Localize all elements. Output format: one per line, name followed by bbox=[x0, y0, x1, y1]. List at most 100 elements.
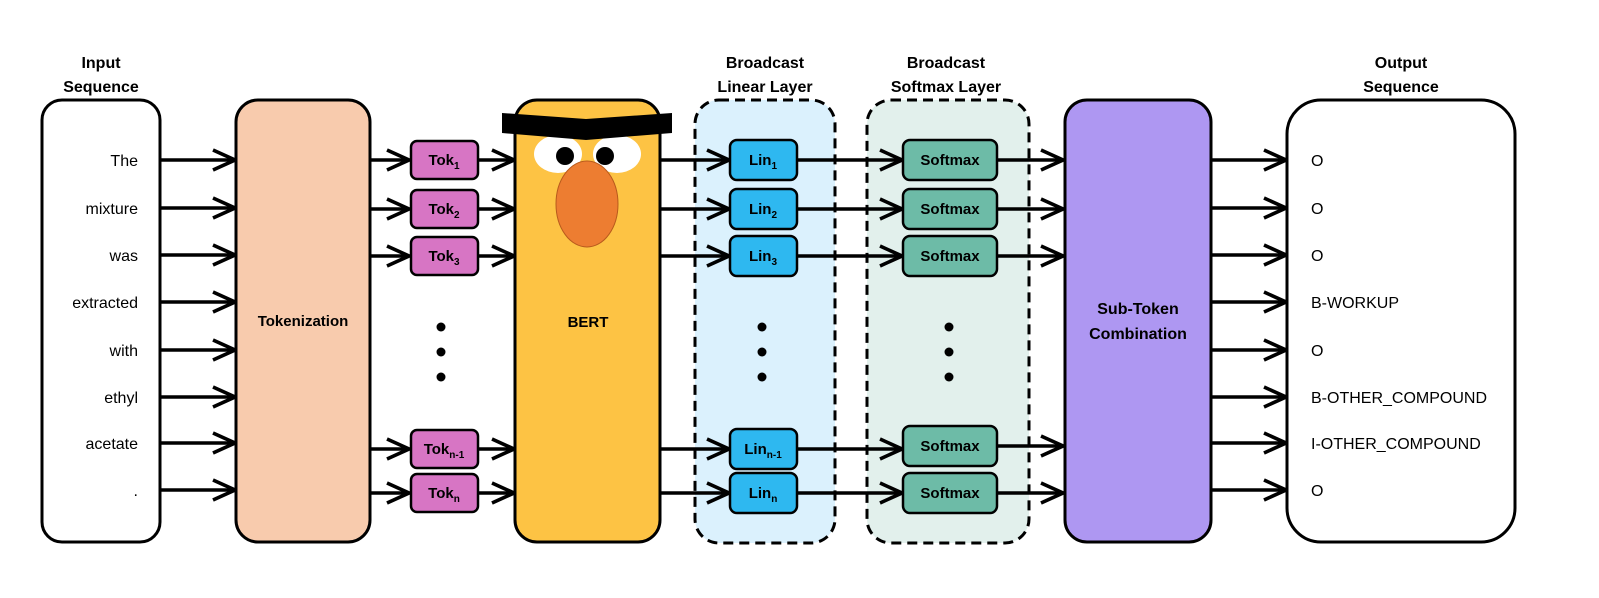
linear-label: Lin1 bbox=[749, 152, 778, 172]
softmax-label: Softmax bbox=[920, 201, 980, 218]
token-label-subscript: 2 bbox=[454, 210, 460, 221]
output-labels: O O O B-WORKUP O B-OTHER_COMPOUND I-OTHER_COMP… bbox=[1311, 153, 1487, 500]
linear-ellipsis-dot bbox=[757, 347, 767, 357]
input-word: ethyl bbox=[104, 390, 138, 407]
token-label-subscript: 1 bbox=[454, 161, 460, 172]
softmax-ellipsis-dot bbox=[944, 372, 954, 382]
softmax-label: Softmax bbox=[920, 485, 980, 502]
input-word: mixture bbox=[86, 201, 139, 218]
token-label: Tok3 bbox=[428, 248, 460, 268]
bert-character: BERT bbox=[502, 98, 672, 544]
bert-right-pupil-icon bbox=[596, 147, 614, 165]
linear-box bbox=[728, 138, 799, 182]
output-sequence-box bbox=[1285, 98, 1517, 544]
token-label-base: Tok bbox=[428, 485, 454, 502]
token-label: Tok2 bbox=[428, 201, 460, 221]
input-word: acetate bbox=[86, 436, 139, 453]
token-label-subscript: 3 bbox=[454, 257, 460, 268]
linear-label-base: Lin bbox=[744, 441, 767, 458]
token-ellipsis-dot bbox=[436, 322, 446, 332]
bert-unibrow-icon bbox=[502, 113, 672, 140]
token-label: Tok1 bbox=[428, 152, 460, 172]
token-label: Tokn bbox=[428, 485, 460, 505]
input-header-line1: Input bbox=[81, 55, 121, 72]
softmax-box bbox=[901, 187, 999, 231]
arrows bbox=[161, 160, 1286, 493]
bert-left-pupil-icon bbox=[556, 147, 574, 165]
linear-label: Lin3 bbox=[749, 248, 778, 268]
input-words: The mixture was extracted with ethyl acetate. bbox=[72, 153, 138, 500]
output-label: O bbox=[1311, 483, 1323, 500]
input-header-line2: Sequence bbox=[63, 79, 139, 96]
bert-box bbox=[513, 98, 662, 544]
token-ellipsis-dot bbox=[436, 347, 446, 357]
sub-token-combination-box bbox=[1063, 98, 1213, 544]
token-label-base: Tok bbox=[428, 248, 454, 265]
linear-label-base: Lin bbox=[749, 248, 772, 265]
linear-label-subscript: 3 bbox=[771, 257, 777, 268]
softmax-box bbox=[901, 234, 999, 278]
input-sequence-box bbox=[40, 98, 162, 544]
softmax-box bbox=[901, 424, 999, 468]
tokenization-box bbox=[234, 98, 372, 544]
linear-label-subscript: 2 bbox=[771, 210, 777, 221]
softmax-label: Softmax bbox=[920, 438, 980, 455]
output-label: I-OTHER_COMPOUND bbox=[1311, 436, 1481, 453]
linear-label-base: Lin bbox=[749, 152, 772, 169]
output-label: O bbox=[1311, 248, 1323, 265]
softmax-ellipsis-dot bbox=[944, 322, 954, 332]
output-header-line2: Sequence bbox=[1363, 79, 1439, 96]
linear-label: Lin2 bbox=[749, 201, 778, 221]
linear-header-line1: Broadcast bbox=[726, 55, 805, 72]
token-box bbox=[409, 235, 480, 277]
token-label-base: Tok bbox=[428, 152, 454, 169]
softmax-ellipsis-dot bbox=[944, 347, 954, 357]
ellipsis-dots bbox=[436, 322, 954, 382]
token-box bbox=[409, 428, 480, 470]
output-label: O bbox=[1311, 201, 1323, 218]
token-ellipsis-dot bbox=[436, 372, 446, 382]
bert-nose-icon bbox=[555, 160, 619, 248]
linear-label-subscript: n bbox=[771, 494, 777, 505]
token-label-base: Tok bbox=[424, 441, 450, 458]
output-label: B-OTHER_COMPOUND bbox=[1311, 390, 1487, 407]
linear-ellipsis-dot bbox=[757, 322, 767, 332]
linear-label-base: Lin bbox=[749, 485, 772, 502]
output-label: O bbox=[1311, 343, 1323, 360]
linear-ellipsis-dot bbox=[757, 372, 767, 382]
softmax-header-line2: Softmax Layer bbox=[891, 79, 1001, 96]
token-label-base: Tok bbox=[428, 201, 454, 218]
linear-label-subscript: n-1 bbox=[767, 450, 782, 461]
linear-label: Linn bbox=[749, 485, 778, 505]
input-word: The bbox=[110, 153, 138, 170]
softmax-label: Softmax bbox=[920, 152, 980, 169]
input-word: with bbox=[109, 343, 138, 360]
output-header-line1: Output bbox=[1375, 55, 1428, 72]
output-label: O bbox=[1311, 153, 1323, 170]
token-label: Tokn-1 bbox=[424, 441, 465, 461]
linear-box bbox=[728, 471, 799, 515]
linear-label-subscript: 1 bbox=[771, 161, 777, 172]
token-box bbox=[409, 139, 480, 181]
combination-label-line1: Sub-Token bbox=[1097, 301, 1178, 318]
softmax-header-line1: Broadcast bbox=[907, 55, 986, 72]
input-word: was bbox=[109, 248, 138, 265]
linear-label: Linn-1 bbox=[744, 441, 782, 461]
output-label: B-WORKUP bbox=[1311, 295, 1399, 312]
token-label-subscript: n-1 bbox=[449, 450, 464, 461]
bert-label: BERT bbox=[568, 314, 609, 331]
input-word: extracted bbox=[72, 295, 138, 312]
tokenization-label: Tokenization bbox=[258, 313, 349, 330]
linear-label-base: Lin bbox=[749, 201, 772, 218]
token-label-subscript: n bbox=[454, 494, 460, 505]
token-box bbox=[409, 472, 480, 514]
softmax-box bbox=[901, 471, 999, 515]
linear-box bbox=[728, 234, 799, 278]
softmax-box bbox=[901, 138, 999, 182]
softmax-label: Softmax bbox=[920, 248, 980, 265]
input-word: . bbox=[134, 483, 138, 500]
